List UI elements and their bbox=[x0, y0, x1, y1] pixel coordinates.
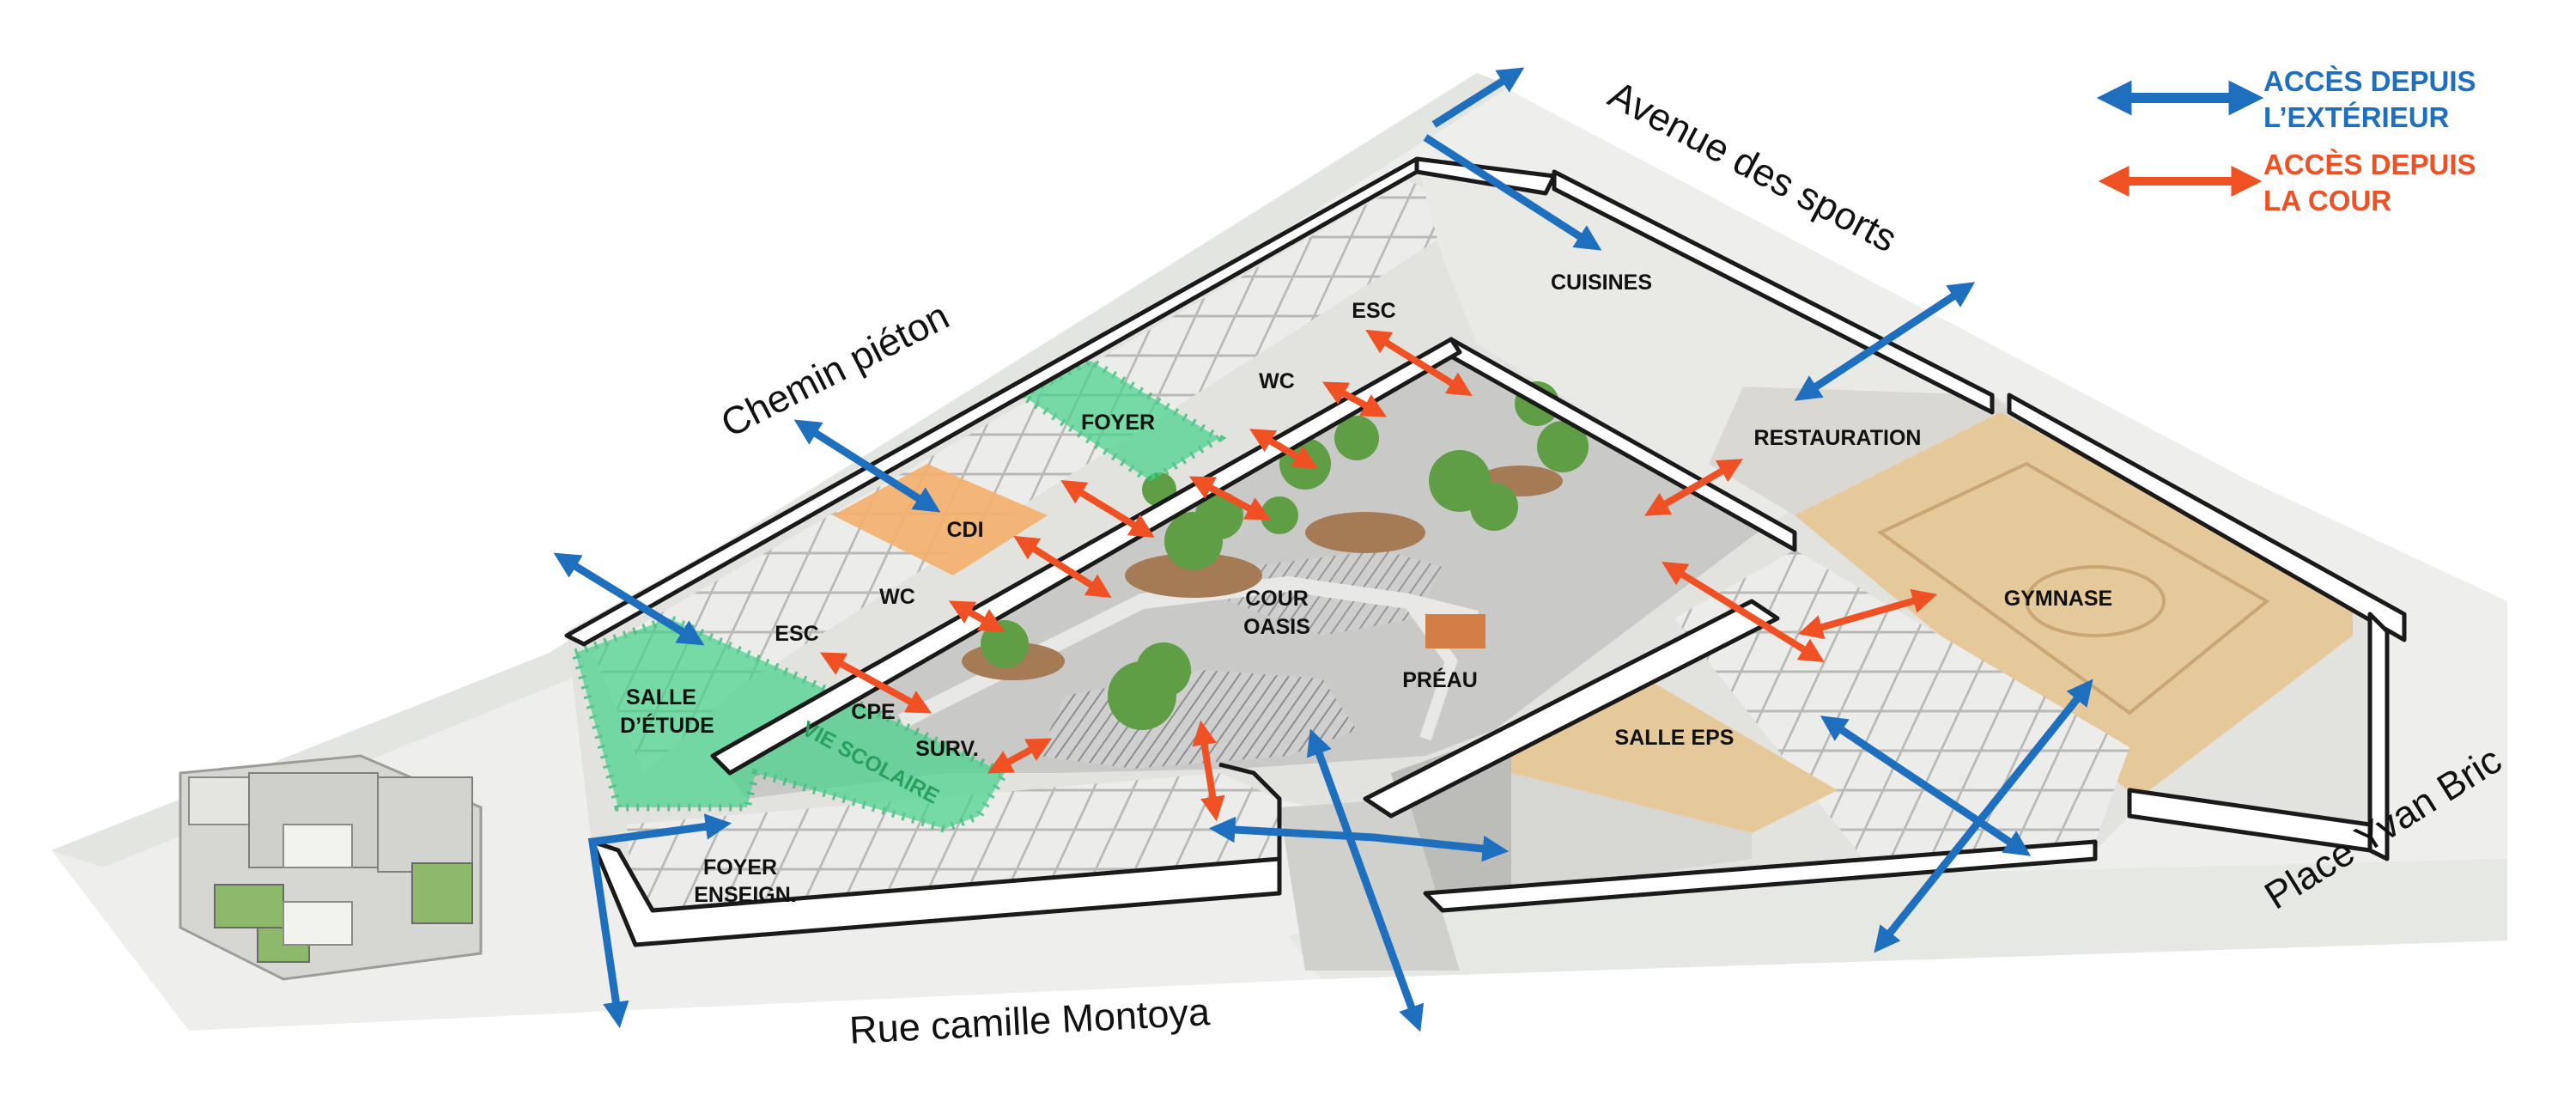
room-label-gymnase: GYMNASE bbox=[2004, 587, 2112, 611]
exterior-arrow-restauration bbox=[1794, 282, 1976, 401]
exterior-arrow-avenue-kitchen bbox=[1423, 134, 1602, 251]
courtyard-arrow-wc-left bbox=[948, 600, 1005, 632]
exterior-arrow-foyer-enseign bbox=[587, 813, 732, 1029]
courtyard-arrow-gymnase-side bbox=[1797, 588, 1938, 640]
room-label-wc-left: WC bbox=[879, 585, 915, 609]
room-label-cuisines: CUISINES bbox=[1551, 271, 1652, 295]
room-label-foyer: FOYER bbox=[1081, 411, 1155, 435]
room-label-foyer-enseign-2: ENSEIGN. bbox=[694, 883, 796, 907]
exterior-arrow-avenue-top bbox=[1431, 67, 1525, 128]
exterior-arrow-place-gym bbox=[1874, 679, 2093, 953]
room-label-wc-top: WC bbox=[1259, 369, 1295, 393]
room-label-cour-1: COUR bbox=[1245, 587, 1309, 611]
courtyard-arrow-esc-left bbox=[819, 652, 933, 714]
room-label-salle-etude-1: SALLE bbox=[626, 685, 696, 709]
room-label-esc-top: ESC bbox=[1352, 299, 1395, 323]
room-label-foyer-enseign-1: FOYER bbox=[703, 855, 777, 880]
foyer-zone bbox=[1014, 356, 1227, 486]
legend: ACCÈS DEPUIS L’EXTÉRIEUR ACCÈS DEPUIS LA… bbox=[2096, 65, 2476, 216]
legend-exterior-label-1: ACCÈS DEPUIS bbox=[2263, 65, 2476, 97]
legend-exterior-label-2: L’EXTÉRIEUR bbox=[2263, 101, 2450, 133]
room-label-cdi: CDI bbox=[946, 518, 983, 542]
room-label-esc-left: ESC bbox=[775, 622, 818, 646]
room-label-cour-2: OASIS bbox=[1243, 615, 1310, 639]
courtyard-arrow-wc-top bbox=[1321, 381, 1388, 417]
street-label-rue: Rue camille Montoya bbox=[848, 989, 1212, 1052]
legend-courtyard-label-2: LA COUR bbox=[2263, 185, 2391, 216]
room-label-salle-etude-2: D’ÉTUDE bbox=[620, 713, 714, 738]
courtyard-arrow-gymnase bbox=[1662, 561, 1825, 663]
courtyard-arrow-entrance bbox=[1192, 720, 1225, 822]
room-label-restauration: RESTAURATION bbox=[1754, 426, 1922, 450]
exterior-arrow-entrance bbox=[1306, 728, 1425, 1032]
room-label-surv: SURV. bbox=[915, 737, 979, 761]
legend-courtyard-label-1: ACCÈS DEPUIS bbox=[2263, 149, 2476, 180]
courtyard-arrow-foyer-b bbox=[1188, 476, 1272, 520]
courtyard-arrow-surv bbox=[987, 738, 1053, 774]
courtyard-arrow-cdi-b bbox=[1013, 535, 1112, 599]
room-label-preau: PRÉAU bbox=[1402, 667, 1478, 692]
neighbouring-houses bbox=[179, 754, 483, 981]
exterior-arrow-entrance-side bbox=[1208, 816, 1510, 862]
room-label-salle-eps: SALLE EPS bbox=[1615, 726, 1735, 750]
exterior-arrow-chemin-cdi bbox=[793, 419, 941, 513]
exterior-arrow-salle-etude bbox=[553, 552, 705, 646]
courtyard-access-arrows bbox=[819, 329, 1938, 822]
courtyard-arrow-foyer-a bbox=[1249, 429, 1318, 469]
courtyard-arrow-esc-top bbox=[1365, 329, 1473, 397]
room-label-cpe: CPE bbox=[851, 700, 895, 724]
courtyard-arrow-cdi-a bbox=[1060, 479, 1155, 539]
courtyard-arrow-restauration bbox=[1644, 459, 1743, 516]
exterior-access-arrows bbox=[553, 67, 2093, 1032]
